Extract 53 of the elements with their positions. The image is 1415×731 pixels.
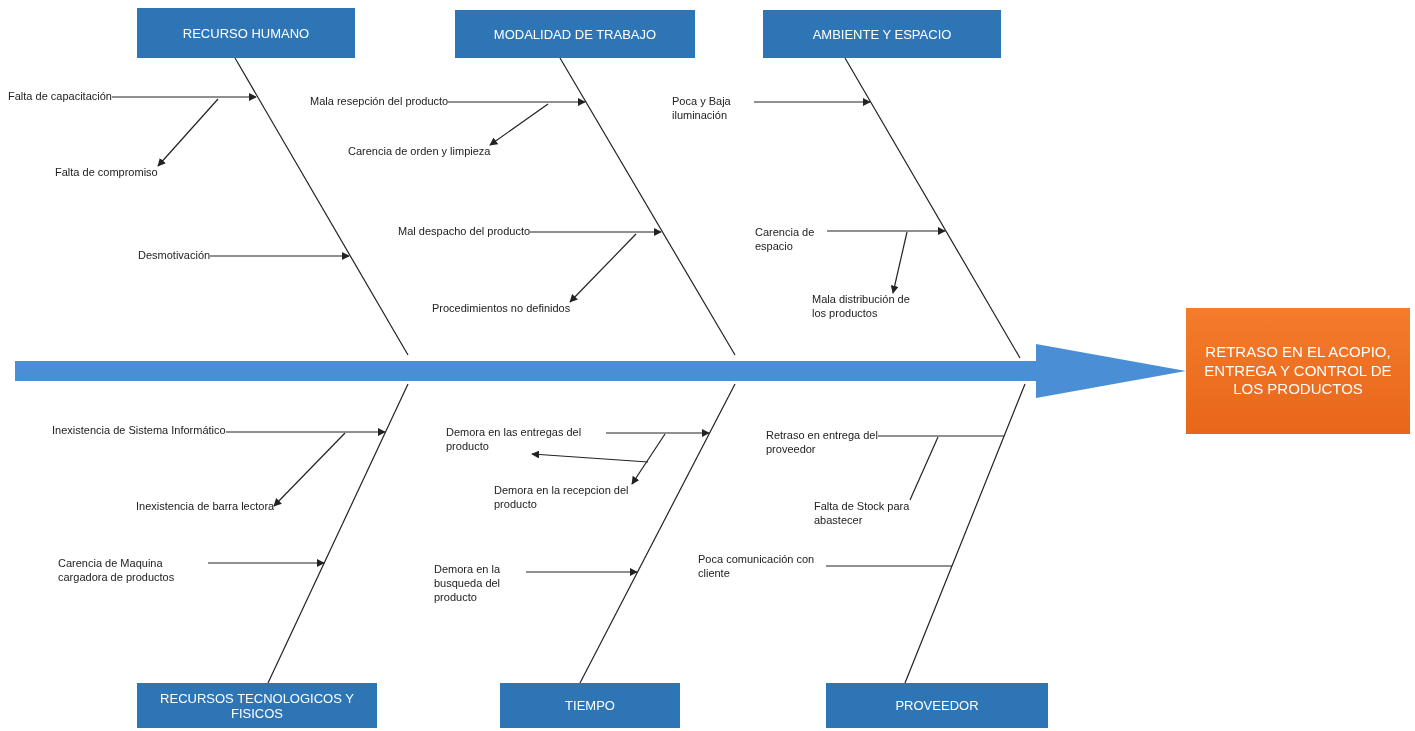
arrow: [605, 429, 710, 437]
connector-line: [825, 565, 953, 567]
connector-line: [904, 383, 1026, 684]
cause-label: Retraso en entrega del proveedor: [766, 429, 878, 457]
arrow: [225, 428, 386, 436]
cause-label: Mala resepción del producto: [310, 95, 449, 109]
cause-label: Carencia de Maquina cargadora de productos: [58, 557, 208, 585]
cause-label: Carencia de espacio: [755, 226, 827, 254]
connector-line: [877, 435, 1005, 437]
cause-label: Demora en las entregas del producto: [446, 426, 606, 454]
connector-line: [909, 436, 939, 501]
connector-line: [559, 57, 736, 356]
arrow: [529, 228, 662, 236]
category-box: TIEMPO: [500, 683, 680, 728]
arrow: [569, 233, 637, 303]
arrow: [273, 432, 346, 507]
category-box: PROVEEDOR: [826, 683, 1048, 728]
cause-label: Carencia de orden y limpieza: [348, 145, 491, 159]
category-box: MODALIDAD DE TRABAJO: [455, 10, 695, 58]
cause-label: Falta de compromiso: [55, 166, 158, 180]
cause-label: Procedimientos no definidos: [432, 302, 571, 316]
cause-label: Demora en la recepcion del producto: [494, 484, 644, 512]
arrow: [525, 568, 638, 576]
cause-label: Desmotivación: [138, 249, 211, 263]
cause-label: Falta de Stock para abastecer: [814, 500, 910, 528]
arrow: [157, 98, 219, 167]
connector-line: [234, 57, 409, 356]
connector-line: [844, 57, 1021, 359]
arrow: [111, 93, 257, 101]
arrow: [531, 450, 649, 463]
spine-arrow: [15, 344, 1186, 398]
arrow: [890, 231, 908, 294]
cause-label: Mala distribución de los productos: [812, 293, 922, 321]
arrow: [489, 103, 549, 146]
category-box: AMBIENTE Y ESPACIO: [763, 10, 1001, 58]
cause-label: Falta de capacitación: [8, 90, 112, 104]
cause-label: Poca y Baja iluminación: [672, 95, 754, 123]
connector-line: [267, 383, 409, 684]
cause-label: Inexistencia de barra lectora: [136, 500, 275, 514]
cause-label: Poca comunicación con cliente: [698, 553, 826, 581]
arrow: [447, 98, 586, 106]
arrow: [631, 433, 666, 485]
category-box: RECURSO HUMANO: [137, 8, 355, 58]
arrow: [826, 227, 946, 235]
cause-label: Demora en la busqueda del producto: [434, 563, 526, 605]
arrow: [753, 98, 871, 106]
category-box: RECURSOS TECNOLOGICOS Y FISICOS: [137, 683, 377, 728]
effect-box: RETRASO EN EL ACOPIO, ENTREGA Y CONTROL DE LOS PRODUCTOS: [1186, 308, 1410, 434]
arrow: [209, 252, 350, 260]
cause-label: Inexistencia de Sistema Informático: [52, 424, 226, 438]
cause-label: Mal despacho del producto: [398, 225, 531, 239]
connector-line: [579, 383, 736, 684]
arrow: [207, 559, 325, 567]
